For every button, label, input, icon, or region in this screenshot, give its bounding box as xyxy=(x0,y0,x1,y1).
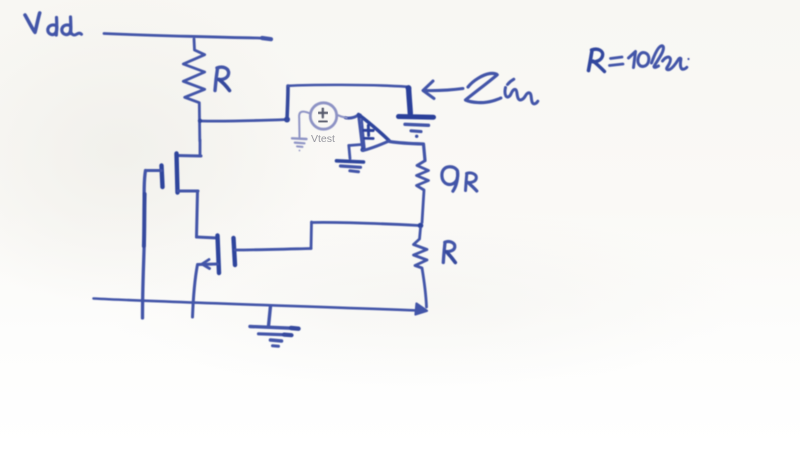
svg-text:Vtest: Vtest xyxy=(311,133,335,145)
